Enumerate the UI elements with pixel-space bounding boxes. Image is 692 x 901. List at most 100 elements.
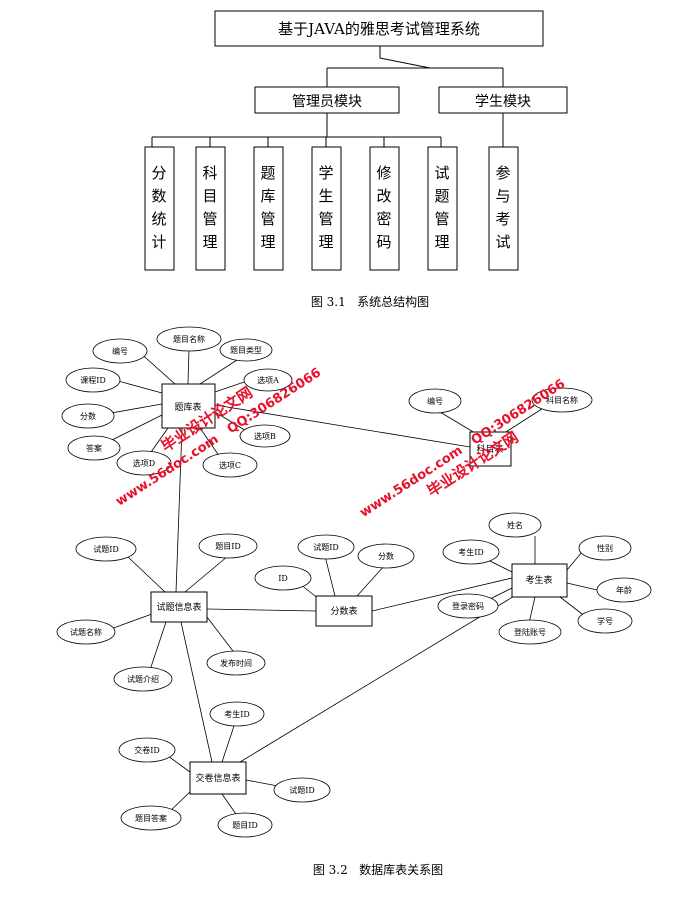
attr-shiti-timuid: 题目ID <box>198 533 258 559</box>
leaf-tiku: 题库管理 <box>253 146 284 271</box>
svg-text:课程ID: 课程ID <box>80 376 106 385</box>
root-box <box>214 10 544 47</box>
attr-kemu-bianhao: 编号 <box>408 388 462 414</box>
svg-text:分数: 分数 <box>378 551 394 561</box>
leaf-shiti: 试题管理 <box>427 146 458 271</box>
figure-3-1-caption: 图 3.1 系统总结构图 <box>311 294 429 309</box>
attr-jiaojuan-shitiid: 试题ID <box>273 777 331 803</box>
svg-text:选项D: 选项D <box>133 458 155 468</box>
attr-shiti-shijian: 发布时间 <box>206 650 266 676</box>
leaf-xuesheng: 学生管理 <box>311 146 342 271</box>
attr-shiti-mingcheng: 试题名称 <box>56 619 116 645</box>
student-module-label: 学生模块 <box>475 94 531 110</box>
svg-text:编号: 编号 <box>427 396 443 406</box>
leaf-label-shiti: 试题管理 <box>434 164 449 251</box>
attr-tiku-bianhao: 编号 <box>92 338 148 364</box>
attr-kaosheng-xingbie: 性别 <box>578 535 632 561</box>
attr-tiku-mingcheng: 题目名称 <box>156 326 222 352</box>
svg-text:题目ID: 题目ID <box>215 542 241 551</box>
svg-text:试题ID: 试题ID <box>313 542 339 552</box>
svg-text:年龄: 年龄 <box>616 585 632 595</box>
svg-text:选项B: 选项B <box>254 431 276 441</box>
svg-text:性别: 性别 <box>597 543 613 553</box>
entity-kaosheng: 考生表 <box>511 563 568 598</box>
attr-tiku-kecheng: 课程ID <box>65 367 121 393</box>
leaf-label-tiku: 题库管理 <box>260 164 275 251</box>
leaf-label-mima: 修改密码 <box>376 164 391 251</box>
entity-kemu: 科目表 <box>469 431 512 467</box>
watermark-right: www.56doc.com QQ:306826066 毕业设计论文网 <box>357 377 568 521</box>
attr-kaosheng-xingming: 姓名 <box>488 512 542 538</box>
svg-text:科目名称: 科目名称 <box>546 395 578 405</box>
leaf-fenshu: 分数统计 <box>144 146 175 271</box>
svg-text:选项C: 选项C <box>219 460 241 470</box>
attr-fenshu-shitiid: 试题ID <box>297 534 355 560</box>
entity-label-tiku: 题库表 <box>174 401 201 413</box>
svg-text:交卷ID: 交卷ID <box>134 745 160 755</box>
attr-kaosheng-xuehao: 学号 <box>577 608 633 634</box>
rel-shiti-jiaojuan <box>180 621 213 763</box>
leaf-label-kemu: 科目管理 <box>202 164 217 251</box>
leaf-label-xuesheng: 学生管理 <box>318 164 333 251</box>
entity-label-kemu: 科目表 <box>476 443 503 455</box>
entity-shiti: 试题信息表 <box>150 591 208 623</box>
svg-text:答案: 答案 <box>86 443 102 453</box>
attr-fenshu-id: ID <box>254 565 312 591</box>
attr-jiaojuan-kaoshengid: 考生ID <box>209 701 265 727</box>
svg-text:试题名称: 试题名称 <box>70 627 102 637</box>
watermark-right-url: www.56doc.com QQ:306826066 <box>357 377 568 521</box>
svg-text:登录密码: 登录密码 <box>452 601 484 611</box>
svg-text:分数: 分数 <box>80 411 96 421</box>
er-attribute-lines <box>95 347 598 818</box>
watermark-left-url: www.56doc.com QQ:306826066 <box>113 365 324 509</box>
attr-jiaojuan-timuid: 题目ID <box>217 812 273 838</box>
attr-fenshu-fenshu: 分数 <box>357 543 415 569</box>
svg-text:ID: ID <box>278 574 288 583</box>
leaf-kaoshi: 参与考试 <box>488 146 519 271</box>
svg-text:姓名: 姓名 <box>507 520 523 530</box>
admin-module-label: 管理员模块 <box>292 94 362 110</box>
entity-jiaojuan: 交卷信息表 <box>189 761 247 795</box>
figure-3-2-caption: 图 3.2 数据库表关系图 <box>313 862 443 877</box>
attr-tiku-d: 选项D <box>116 450 172 476</box>
svg-text:学号: 学号 <box>597 616 613 626</box>
leaf-kemu: 科目管理 <box>195 146 226 271</box>
leaf-label-fenshu: 分数统计 <box>151 164 166 251</box>
rel-jiaojuan-kaosheng <box>239 594 517 763</box>
entity-fenshu: 分数表 <box>315 595 373 627</box>
svg-text:题目类型: 题目类型 <box>230 345 262 355</box>
entity-label-fenshu: 分数表 <box>330 605 357 617</box>
svg-text:题目名称: 题目名称 <box>173 334 205 344</box>
attr-jiaojuan-daan: 题目答案 <box>120 805 182 831</box>
svg-text:试题ID: 试题ID <box>289 785 315 795</box>
connector-root-branch <box>379 46 431 69</box>
svg-text:考生ID: 考生ID <box>224 709 250 719</box>
leaf-mima: 修改密码 <box>369 146 400 271</box>
attr-shiti-jieshao: 试题介绍 <box>113 666 173 692</box>
system-structure-diagram: 基于JAVA的雅思考试管理系统 管理员模块 学生模块 分数统计 科目管理 题库管… <box>144 10 568 309</box>
admin-module-box <box>254 86 400 114</box>
root-label: 基于JAVA的雅思考试管理系统 <box>278 20 480 38</box>
attr-kaosheng-nianling: 年龄 <box>596 577 652 603</box>
rel-fenshu-kaosheng <box>371 577 513 612</box>
student-module-box <box>438 86 568 114</box>
attr-kaosheng-mima: 登录密码 <box>437 593 499 619</box>
attr-tiku-daan: 答案 <box>67 435 121 461</box>
attr-tiku-a: 选项A <box>243 368 293 392</box>
attr-tiku-leixing: 题目类型 <box>219 338 273 362</box>
attr-kaosheng-zhanghao: 登陆账号 <box>498 619 562 645</box>
er-diagram: 题库表 科目表 试题信息表 分数表 考生表 交卷信息表 编号 题目名称 题目类型… <box>56 326 652 877</box>
svg-text:试题ID: 试题ID <box>93 544 119 554</box>
svg-text:编号: 编号 <box>112 346 128 356</box>
attr-shiti-id: 试题ID <box>75 536 137 562</box>
svg-text:题目答案: 题目答案 <box>135 813 167 823</box>
entity-label-shiti: 试题信息表 <box>156 601 201 613</box>
rel-tiku-kemu <box>214 404 471 448</box>
svg-text:题目ID: 题目ID <box>232 821 258 830</box>
entity-tiku: 题库表 <box>161 383 216 429</box>
attr-jiaojuan-id: 交卷ID <box>118 737 176 763</box>
svg-text:登陆账号: 登陆账号 <box>514 627 546 637</box>
attr-tiku-fenshu: 分数 <box>61 403 115 429</box>
svg-text:试题介绍: 试题介绍 <box>127 674 159 684</box>
